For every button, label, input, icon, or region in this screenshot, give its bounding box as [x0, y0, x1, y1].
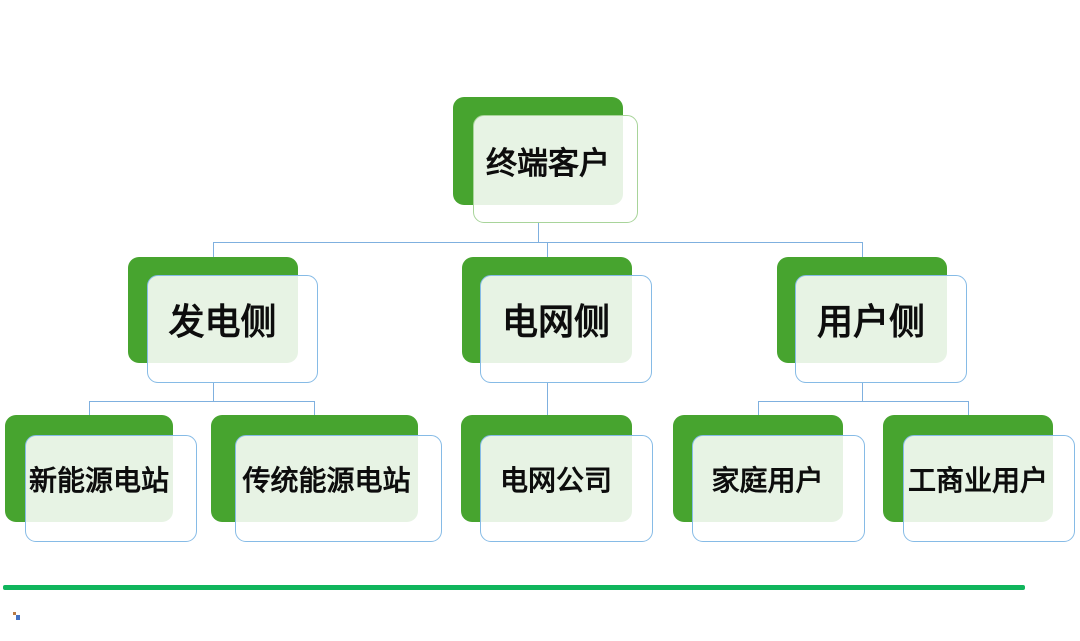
connector-stub-grid: [546, 242, 549, 258]
connector-level2-rail: [213, 241, 862, 244]
connector-root-vertical: [537, 223, 540, 242]
node-label: 电网侧: [501, 301, 610, 342]
connector-stub-traditional: [313, 401, 316, 416]
connector-generation-rail: [89, 400, 314, 403]
connector-user-rail: [758, 400, 968, 403]
node-front-shape: [692, 435, 865, 542]
node-front-shape: [903, 435, 1075, 542]
corner-mark-blue-dot: [16, 615, 20, 620]
node-label: 传统能源电站: [242, 464, 411, 496]
node-front-shape: [25, 435, 197, 542]
corner-mark-orange-dot: [13, 612, 16, 615]
node-label: 工商业用户: [907, 464, 1048, 496]
node-front-shape: [147, 275, 318, 383]
connector-stub-user: [861, 242, 864, 258]
connector-stub-industrial: [967, 401, 970, 416]
node-label: 用户侧: [816, 301, 925, 342]
node-label: 家庭用户: [711, 464, 824, 496]
node-label: 终端客户: [486, 145, 610, 181]
connector-generation-vertical: [212, 383, 215, 401]
node-front-shape: [795, 275, 967, 383]
connector-grid-company-vertical: [546, 383, 549, 416]
corner-mark-icon: [13, 612, 21, 621]
node-front-shape: [473, 115, 638, 223]
connector-user-vertical: [861, 383, 864, 401]
footer-divider-line: [3, 585, 1025, 590]
connector-stub-generation: [212, 242, 215, 258]
node-front-shape: [235, 435, 442, 542]
node-front-shape: [480, 435, 653, 542]
node-label: 发电侧: [168, 301, 277, 342]
node-label: 新能源电站: [28, 464, 169, 496]
node-front-shape: [480, 275, 652, 383]
node-label: 电网公司: [499, 464, 612, 496]
connector-stub-household: [757, 401, 760, 416]
connector-stub-new-energy: [88, 401, 91, 416]
